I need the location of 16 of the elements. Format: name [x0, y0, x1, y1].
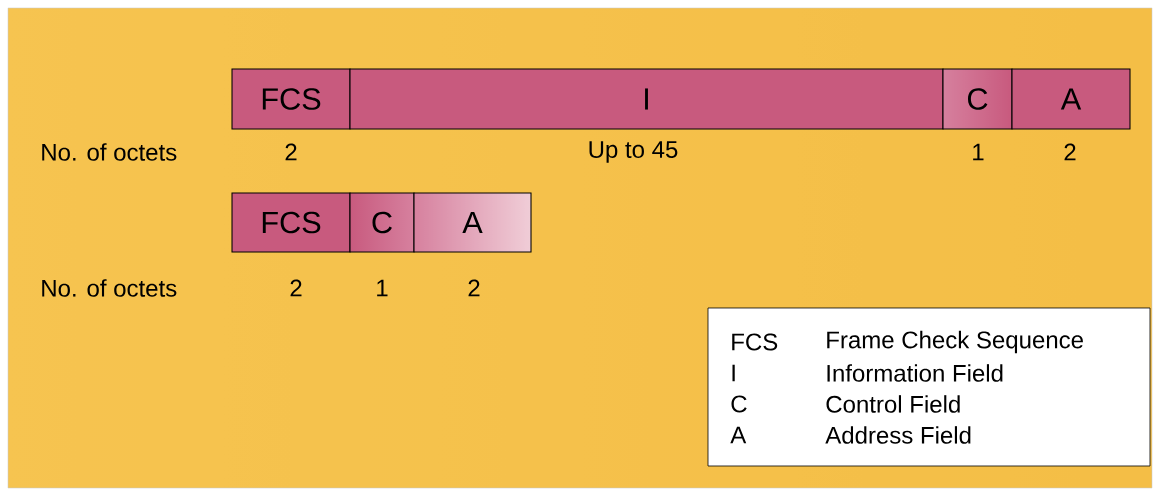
octet-label: No. of octets — [42, 143, 177, 161]
field-box: C — [349, 192, 415, 253]
key-box: FCS Frame Check Sequence I Information Field C Control Field A Address Field — [707, 307, 1151, 467]
octet-label: No. of octets — [42, 279, 177, 297]
octet-label: 1 — [377, 279, 388, 297]
octet-label: 1 — [973, 143, 984, 161]
field-box: C — [942, 68, 1013, 130]
field-box: A — [1011, 68, 1131, 130]
octet-label: Up to 45 — [589, 141, 678, 163]
octet-label: 2 — [468, 279, 480, 297]
field-box: A — [413, 192, 532, 253]
field-box: FCS — [231, 192, 351, 253]
field-box: FCS — [231, 68, 351, 130]
octet-label: 2 — [290, 279, 302, 297]
octet-label: 2 — [285, 143, 297, 161]
octet-label: 2 — [1064, 143, 1076, 161]
